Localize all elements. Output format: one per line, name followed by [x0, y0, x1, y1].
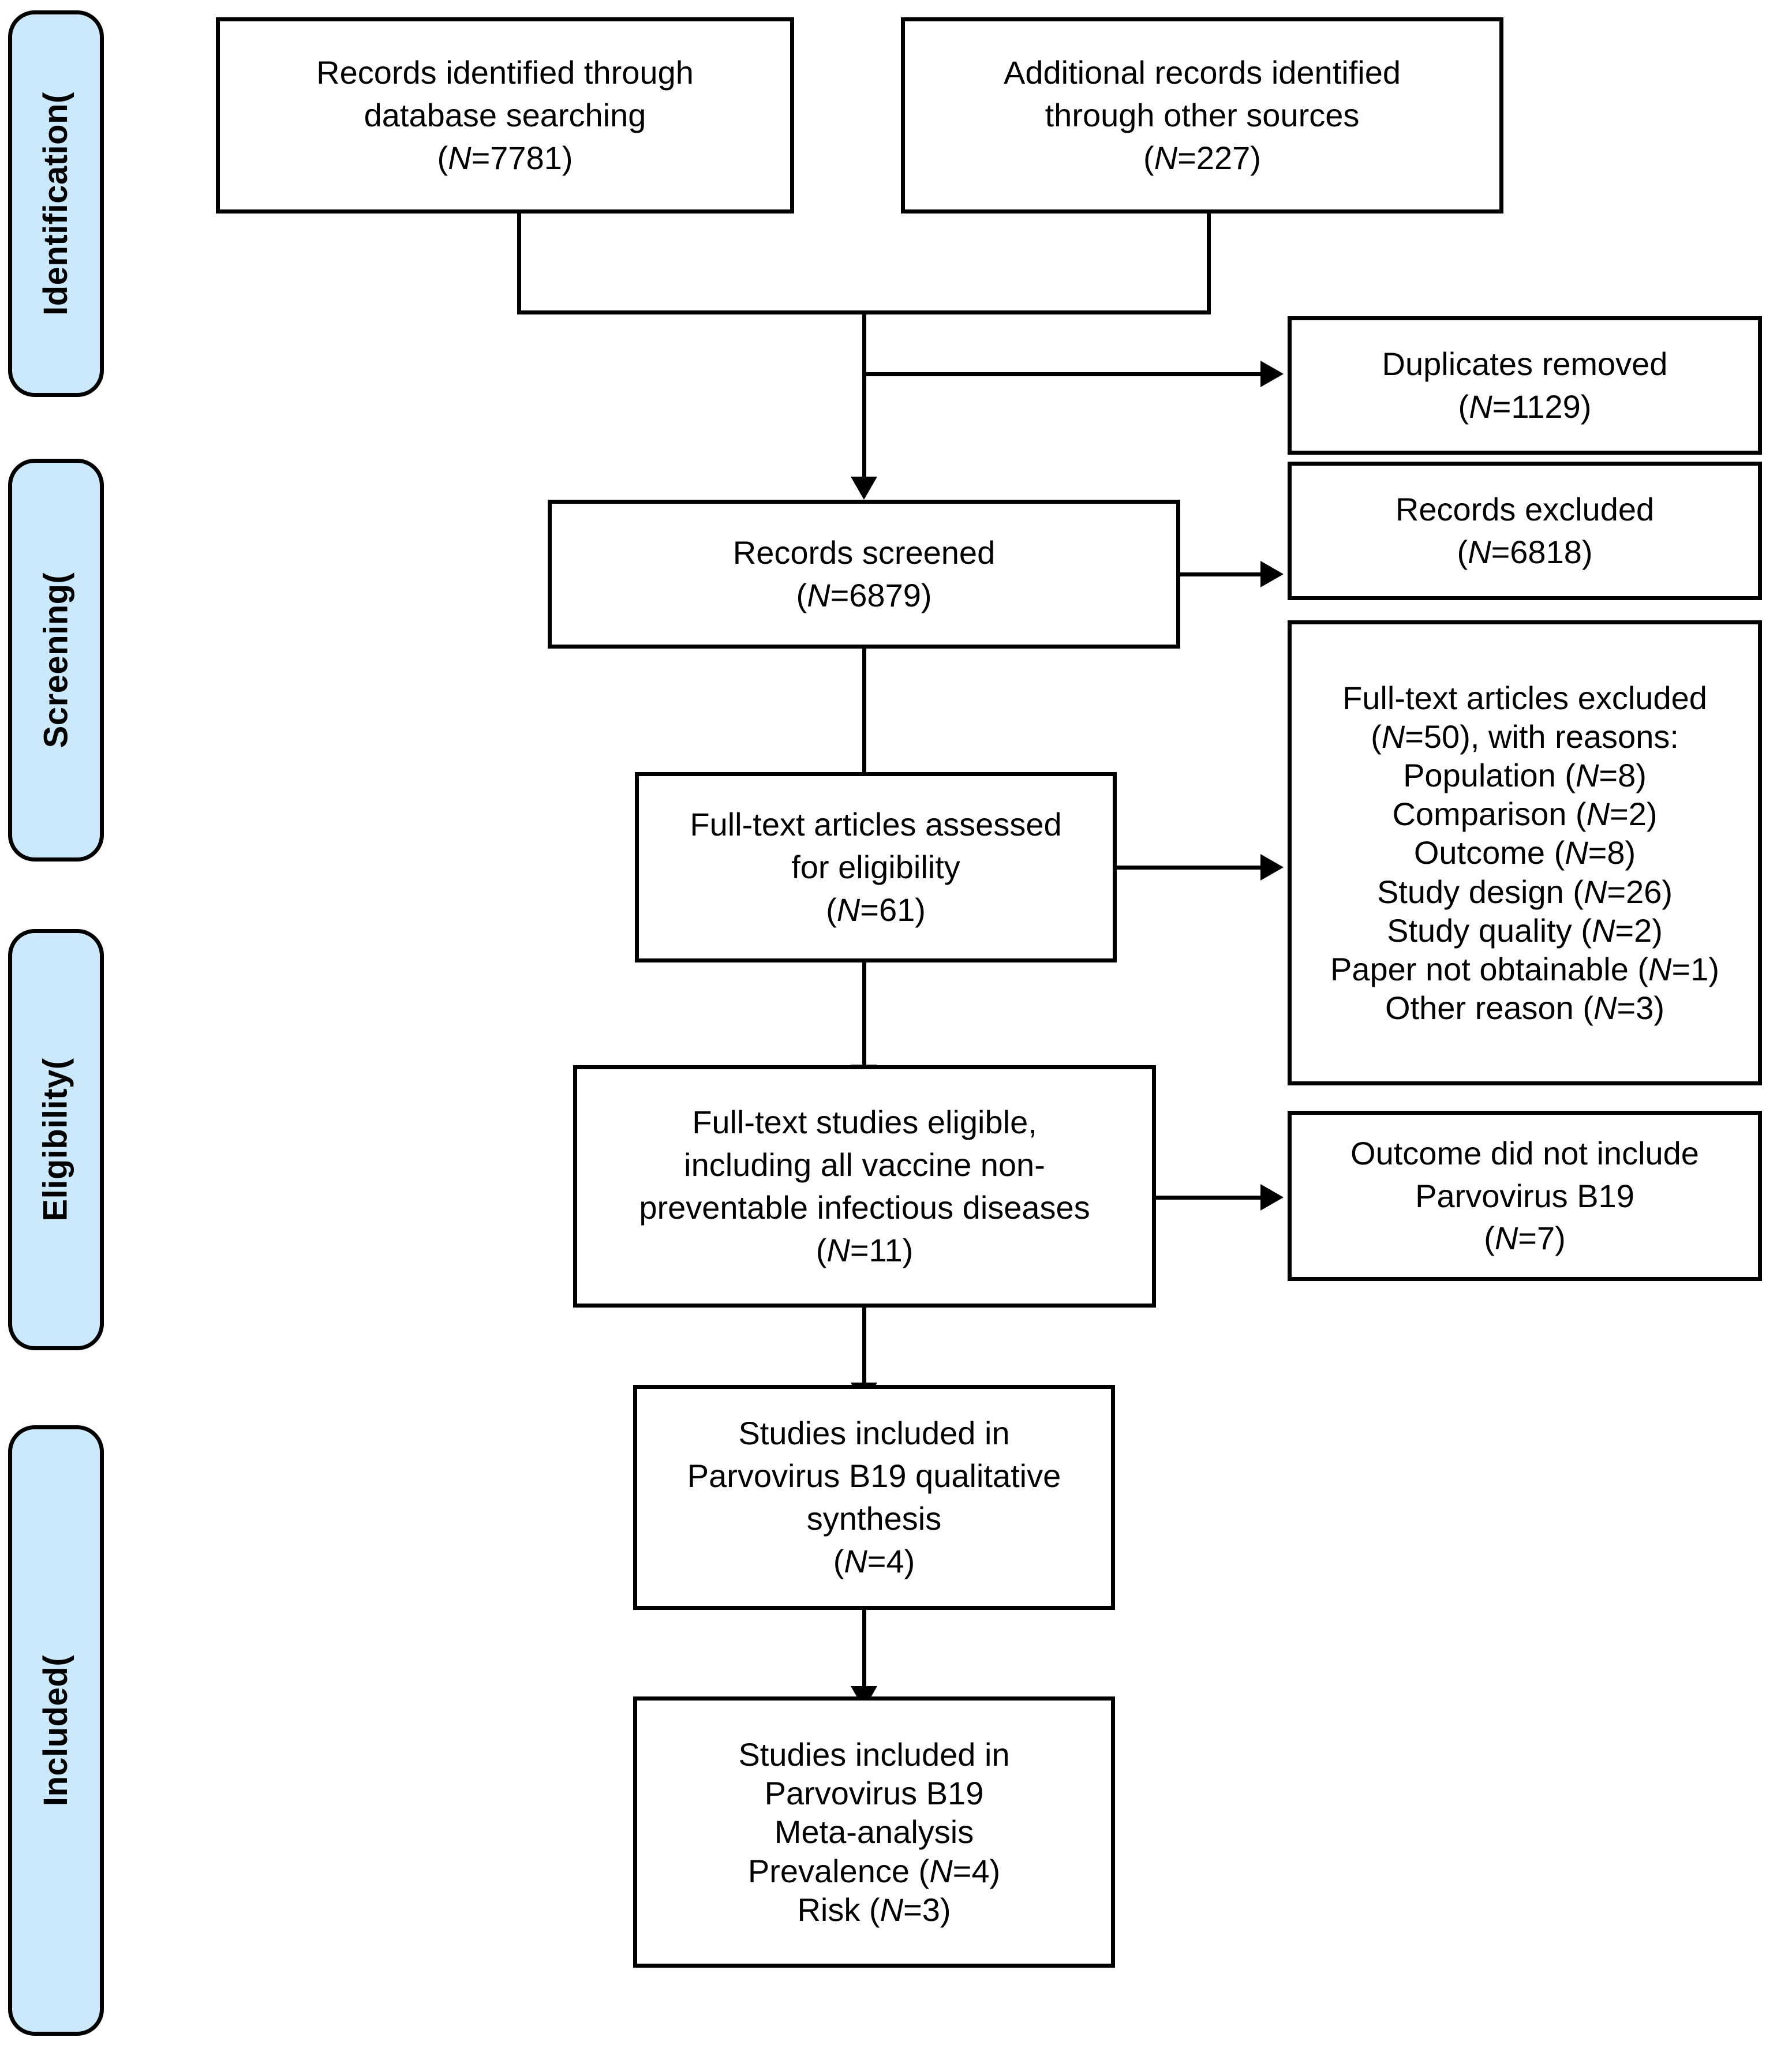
stage-pill-eligibility: Eligibility(	[8, 929, 104, 1350]
connector-other-down	[1207, 214, 1211, 314]
box-records-excluded-text: Records excluded(N=6818)	[1395, 491, 1655, 570]
arrowhead-to-records-excluded	[1260, 561, 1284, 587]
connector-trunk-to-screened	[862, 310, 866, 484]
connector-assessed-down	[862, 962, 866, 1072]
connector-screened-down	[862, 649, 866, 804]
stage-label-identification: Identification(	[37, 92, 75, 316]
stage-label-included: Included(	[37, 1654, 74, 1807]
box-fulltext-excluded-text: Full-text articles excluded(N=50), with …	[1330, 679, 1719, 1027]
connector-screened-to-excluded	[1180, 572, 1260, 576]
arrowhead-to-records-screened	[851, 477, 877, 500]
stage-pill-included: Included(	[8, 1425, 104, 2036]
connector-db-down	[517, 214, 521, 314]
stage-pill-screening: Screening(	[8, 459, 104, 862]
arrowhead-to-outcome-not-included	[1260, 1184, 1284, 1211]
stage-label-screening: Screening(	[37, 572, 74, 748]
arrowhead-to-duplicates	[1260, 361, 1284, 387]
connector-eligible-down	[862, 1308, 866, 1391]
connector-synthesis-down	[862, 1610, 866, 1695]
box-duplicates-removed: Duplicates removed(N=1129)	[1288, 316, 1762, 455]
stage-pill-identification: Identification(	[8, 10, 104, 397]
box-records-screened: Records screened(N=6879)	[548, 500, 1180, 649]
box-duplicates-removed-text: Duplicates removed(N=1129)	[1382, 346, 1668, 425]
box-records-screened-text: Records screened(N=6879)	[732, 534, 996, 613]
box-fulltext-eligible-text: Full-text studies eligible,including all…	[639, 1104, 1090, 1268]
connector-eligible-to-outcome	[1156, 1196, 1260, 1200]
box-fulltext-eligible: Full-text studies eligible,including all…	[573, 1065, 1156, 1308]
connector-branch-to-duplicates	[862, 372, 1260, 376]
box-records-excluded: Records excluded(N=6818)	[1288, 462, 1762, 600]
connector-assessed-to-fulltext-excluded	[1117, 866, 1260, 870]
arrowhead-to-fulltext-excluded	[1260, 854, 1284, 881]
box-fulltext-excluded: Full-text articles excluded(N=50), with …	[1288, 620, 1762, 1085]
stage-label-eligibility: Eligibility(	[37, 1058, 74, 1222]
